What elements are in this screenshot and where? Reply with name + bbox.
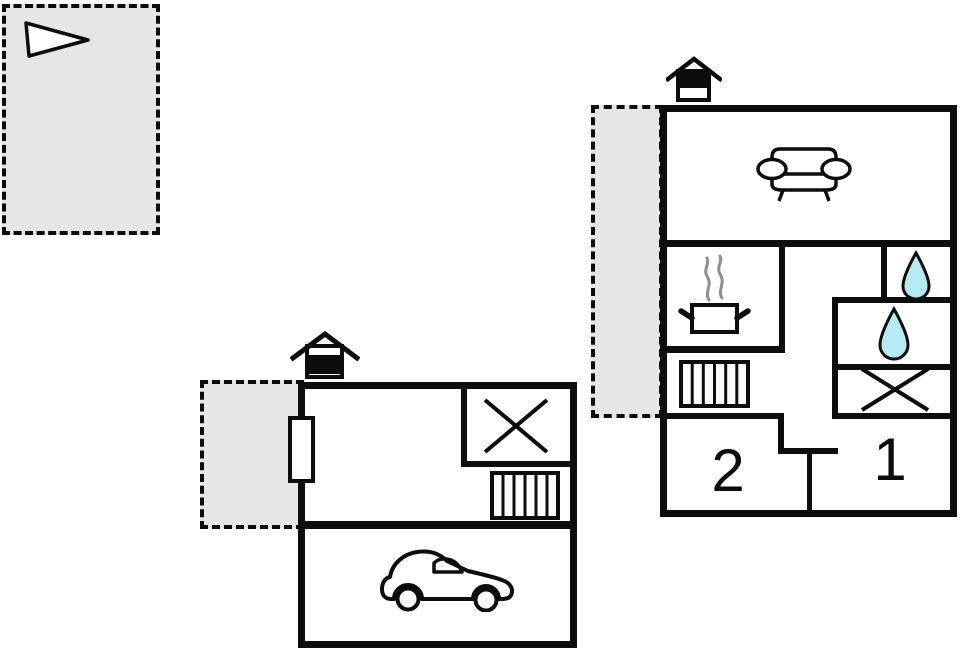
car-icon bbox=[380, 549, 514, 612]
room-label-bedroom-2: 2 bbox=[711, 437, 745, 504]
cooking-pot-icon bbox=[678, 254, 751, 334]
terrace-main-floor bbox=[591, 105, 663, 418]
room-label-bedroom-1: 1 bbox=[873, 426, 907, 493]
wall-segment bbox=[778, 448, 838, 454]
sofa-icon bbox=[756, 147, 852, 202]
house-level-icon bbox=[666, 56, 722, 102]
crossed-box-icon bbox=[483, 398, 549, 454]
wall-segment bbox=[779, 240, 785, 353]
wall-segment bbox=[298, 521, 577, 529]
stairs-icon bbox=[490, 471, 560, 520]
house-level-icon bbox=[290, 330, 360, 379]
wall-segment bbox=[832, 413, 957, 419]
wall-segment bbox=[660, 413, 784, 419]
water-drop-icon bbox=[878, 306, 910, 361]
wall-segment bbox=[832, 297, 838, 419]
wall-segment bbox=[832, 364, 957, 370]
wall-segment bbox=[881, 240, 887, 302]
crossed-box-icon bbox=[860, 367, 930, 412]
wall-segment bbox=[660, 346, 785, 353]
water-drop-icon bbox=[901, 250, 931, 301]
wall-segment bbox=[778, 413, 784, 454]
wall-segment bbox=[461, 389, 467, 467]
north-arrow-icon bbox=[24, 21, 90, 58]
terrace-garage-floor bbox=[200, 380, 304, 529]
door-window-icon bbox=[288, 416, 315, 483]
wall-segment bbox=[660, 240, 957, 247]
wall-segment bbox=[832, 297, 957, 303]
stairs-icon bbox=[679, 360, 750, 408]
wall-segment bbox=[807, 454, 812, 517]
wall-segment bbox=[461, 461, 577, 467]
